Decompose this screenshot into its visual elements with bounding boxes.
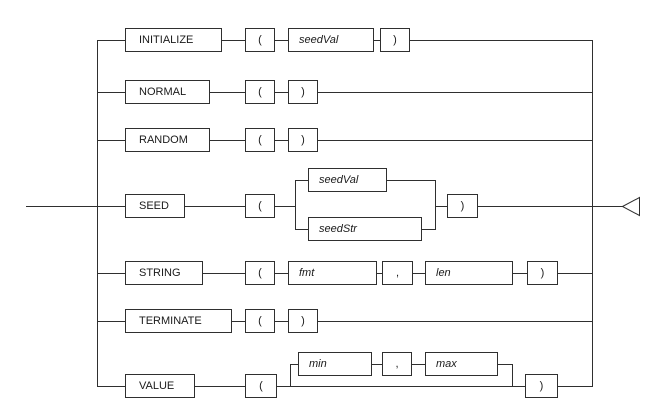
alternative-join-rail	[435, 180, 436, 230]
keyword-box-initialize: INITIALIZE	[125, 28, 222, 52]
connector-line	[295, 229, 308, 230]
connector-line	[275, 40, 288, 41]
connector-line	[513, 273, 527, 274]
connector-line	[412, 364, 425, 365]
connector-line	[97, 273, 125, 274]
terminal-box-open-paren: (	[245, 128, 275, 152]
keyword-box-value: VALUE	[125, 374, 195, 398]
option-join-rail	[512, 364, 513, 386]
skip-line	[277, 386, 525, 387]
variable-box-max: max	[425, 352, 498, 376]
connector-line	[318, 92, 592, 93]
option-split-rail	[290, 364, 291, 386]
terminal-box-close-paren: )	[288, 309, 318, 333]
variable-box-len: len	[425, 261, 513, 285]
connector-line	[275, 273, 288, 274]
terminal-box-open-paren: (	[245, 261, 275, 285]
entry-line	[26, 206, 125, 207]
connector-line	[558, 386, 592, 387]
keyword-box-terminate: TERMINATE	[125, 309, 232, 333]
connector-line	[498, 364, 512, 365]
connector-line	[558, 273, 592, 274]
terminal-box-open-paren: (	[245, 374, 277, 398]
variable-box-seedval: seedVal	[308, 168, 387, 192]
connector-line	[210, 92, 245, 93]
connector-line	[232, 321, 245, 322]
terminal-box-close-paren: )	[527, 261, 558, 285]
connector-line	[185, 206, 245, 207]
connector-line	[377, 273, 382, 274]
variable-box-seedstr: seedStr	[308, 217, 422, 241]
terminal-box-open-paren: (	[245, 194, 275, 218]
end-arrow-icon	[621, 196, 640, 217]
connector-line	[387, 180, 435, 181]
keyword-box-normal: NORMAL	[125, 80, 210, 104]
terminal-box-comma: ,	[382, 261, 413, 285]
connector-line	[275, 321, 288, 322]
terminal-box-close-paren: )	[525, 374, 558, 398]
connector-line	[413, 273, 425, 274]
connector-line	[410, 40, 592, 41]
connector-line	[275, 140, 288, 141]
variable-box-seedval: seedVal	[288, 28, 374, 52]
connector-line	[97, 321, 125, 322]
left-branch-rail	[97, 40, 98, 387]
terminal-box-close-paren: )	[288, 128, 318, 152]
terminal-box-close-paren: )	[288, 80, 318, 104]
connector-line	[210, 140, 245, 141]
connector-line	[435, 206, 447, 207]
keyword-box-random: RANDOM	[125, 128, 210, 152]
terminal-box-close-paren: )	[380, 28, 410, 52]
connector-line	[372, 364, 382, 365]
terminal-box-open-paren: (	[245, 80, 275, 104]
connector-line	[374, 40, 380, 41]
variable-box-fmt: fmt	[288, 261, 377, 285]
connector-line	[295, 180, 308, 181]
connector-line	[97, 386, 125, 387]
right-collector-rail	[592, 40, 593, 387]
keyword-box-seed: SEED	[125, 194, 185, 218]
alternative-split-rail	[295, 180, 296, 230]
connector-line	[97, 92, 125, 93]
terminal-box-close-paren: )	[447, 194, 478, 218]
terminal-box-open-paren: (	[245, 309, 275, 333]
connector-line	[97, 40, 125, 41]
exit-line	[478, 206, 623, 207]
keyword-box-string: STRING	[125, 261, 203, 285]
connector-line	[222, 40, 245, 41]
connector-line	[290, 364, 298, 365]
connector-line	[203, 273, 245, 274]
connector-line	[195, 386, 245, 387]
connector-line	[318, 140, 592, 141]
connector-line	[422, 229, 435, 230]
connector-line	[275, 92, 288, 93]
terminal-box-open-paren: (	[245, 28, 275, 52]
terminal-box-comma: ,	[382, 352, 412, 376]
connector-line	[318, 321, 592, 322]
connector-line	[275, 206, 295, 207]
connector-line	[97, 140, 125, 141]
variable-box-min: min	[298, 352, 372, 376]
